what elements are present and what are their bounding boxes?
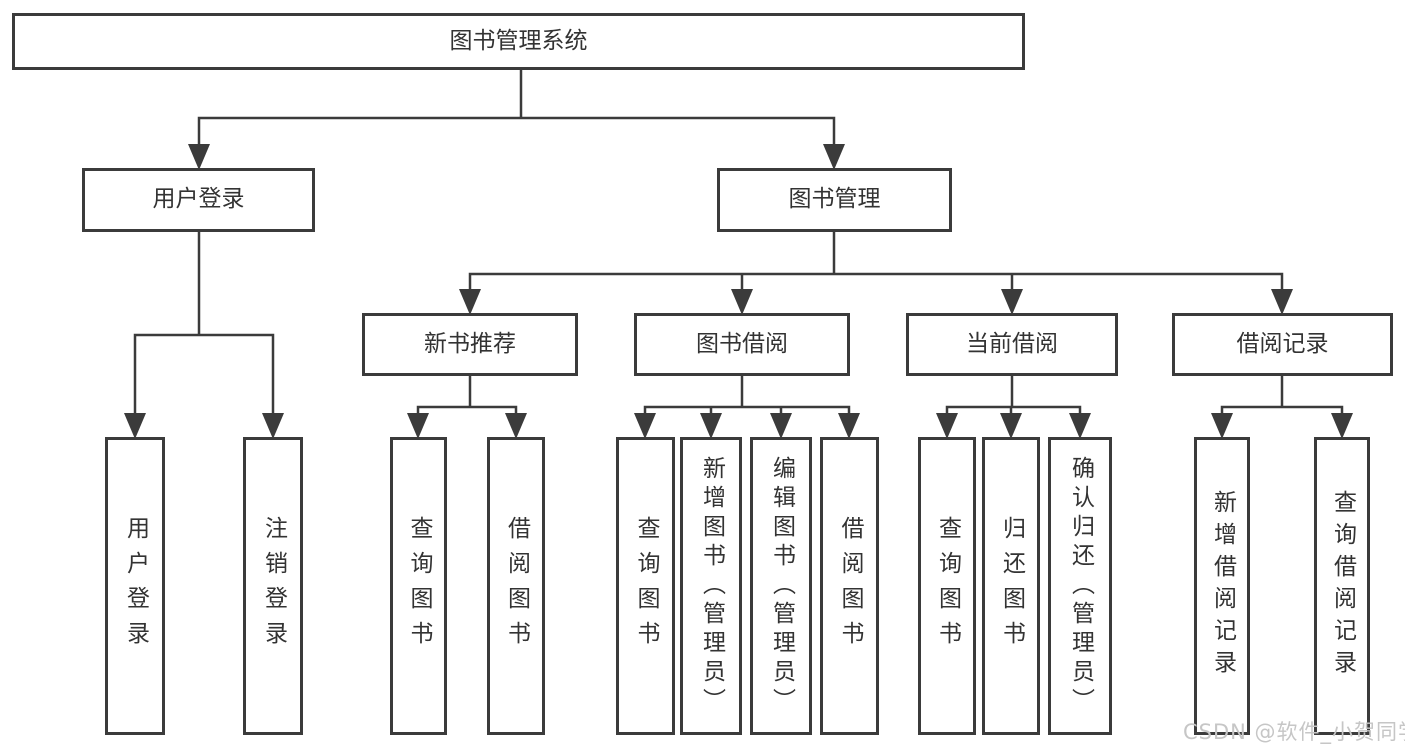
leaf-add-borrow-record: 新增借阅记录 [1194,437,1250,735]
leaf-borrow-books-borrowing: 借阅图书 [820,437,879,735]
node-book-borrowing: 图书借阅 [634,313,850,376]
leaf-edit-books-admin: 编辑图书（管理员） [750,437,812,735]
leaf-add-books-admin: 新增图书（管理员） [680,437,742,735]
leaf-query-books-current: 查询图书 [918,437,976,735]
node-borrowing-records: 借阅记录 [1172,313,1393,376]
connector-book-mgmt-to-level3 [459,230,1293,315]
node-new-book-recommend: 新书推荐 [362,313,578,376]
leaf-user-login: 用户登录 [105,437,165,735]
connector-current-borrow-group [936,374,1091,439]
node-library-management-system: 图书管理系统 [12,13,1025,70]
node-book-management: 图书管理 [717,168,952,232]
leaf-logout: 注销登录 [243,437,303,735]
connector-borrow-record-group [1211,374,1353,439]
node-user-login: 用户登录 [82,168,315,232]
leaf-confirm-return-admin: 确认归还（管理员） [1048,437,1112,735]
watermark: CSDN @软件_小贺同学 [1183,720,1405,744]
leaf-query-books-borrowing: 查询图书 [616,437,675,735]
node-current-borrowing: 当前借阅 [906,313,1118,376]
connector-root-to-level2 [188,68,845,170]
leaf-return-books: 归还图书 [982,437,1040,735]
connector-new-book-group [407,374,527,439]
leaf-query-books-recommend: 查询图书 [390,437,447,735]
leaf-query-borrow-record: 查询借阅记录 [1314,437,1370,735]
connector-user-login-group [124,230,284,439]
connector-book-borrow-group [634,374,860,439]
leaf-borrow-books-recommend: 借阅图书 [487,437,545,735]
